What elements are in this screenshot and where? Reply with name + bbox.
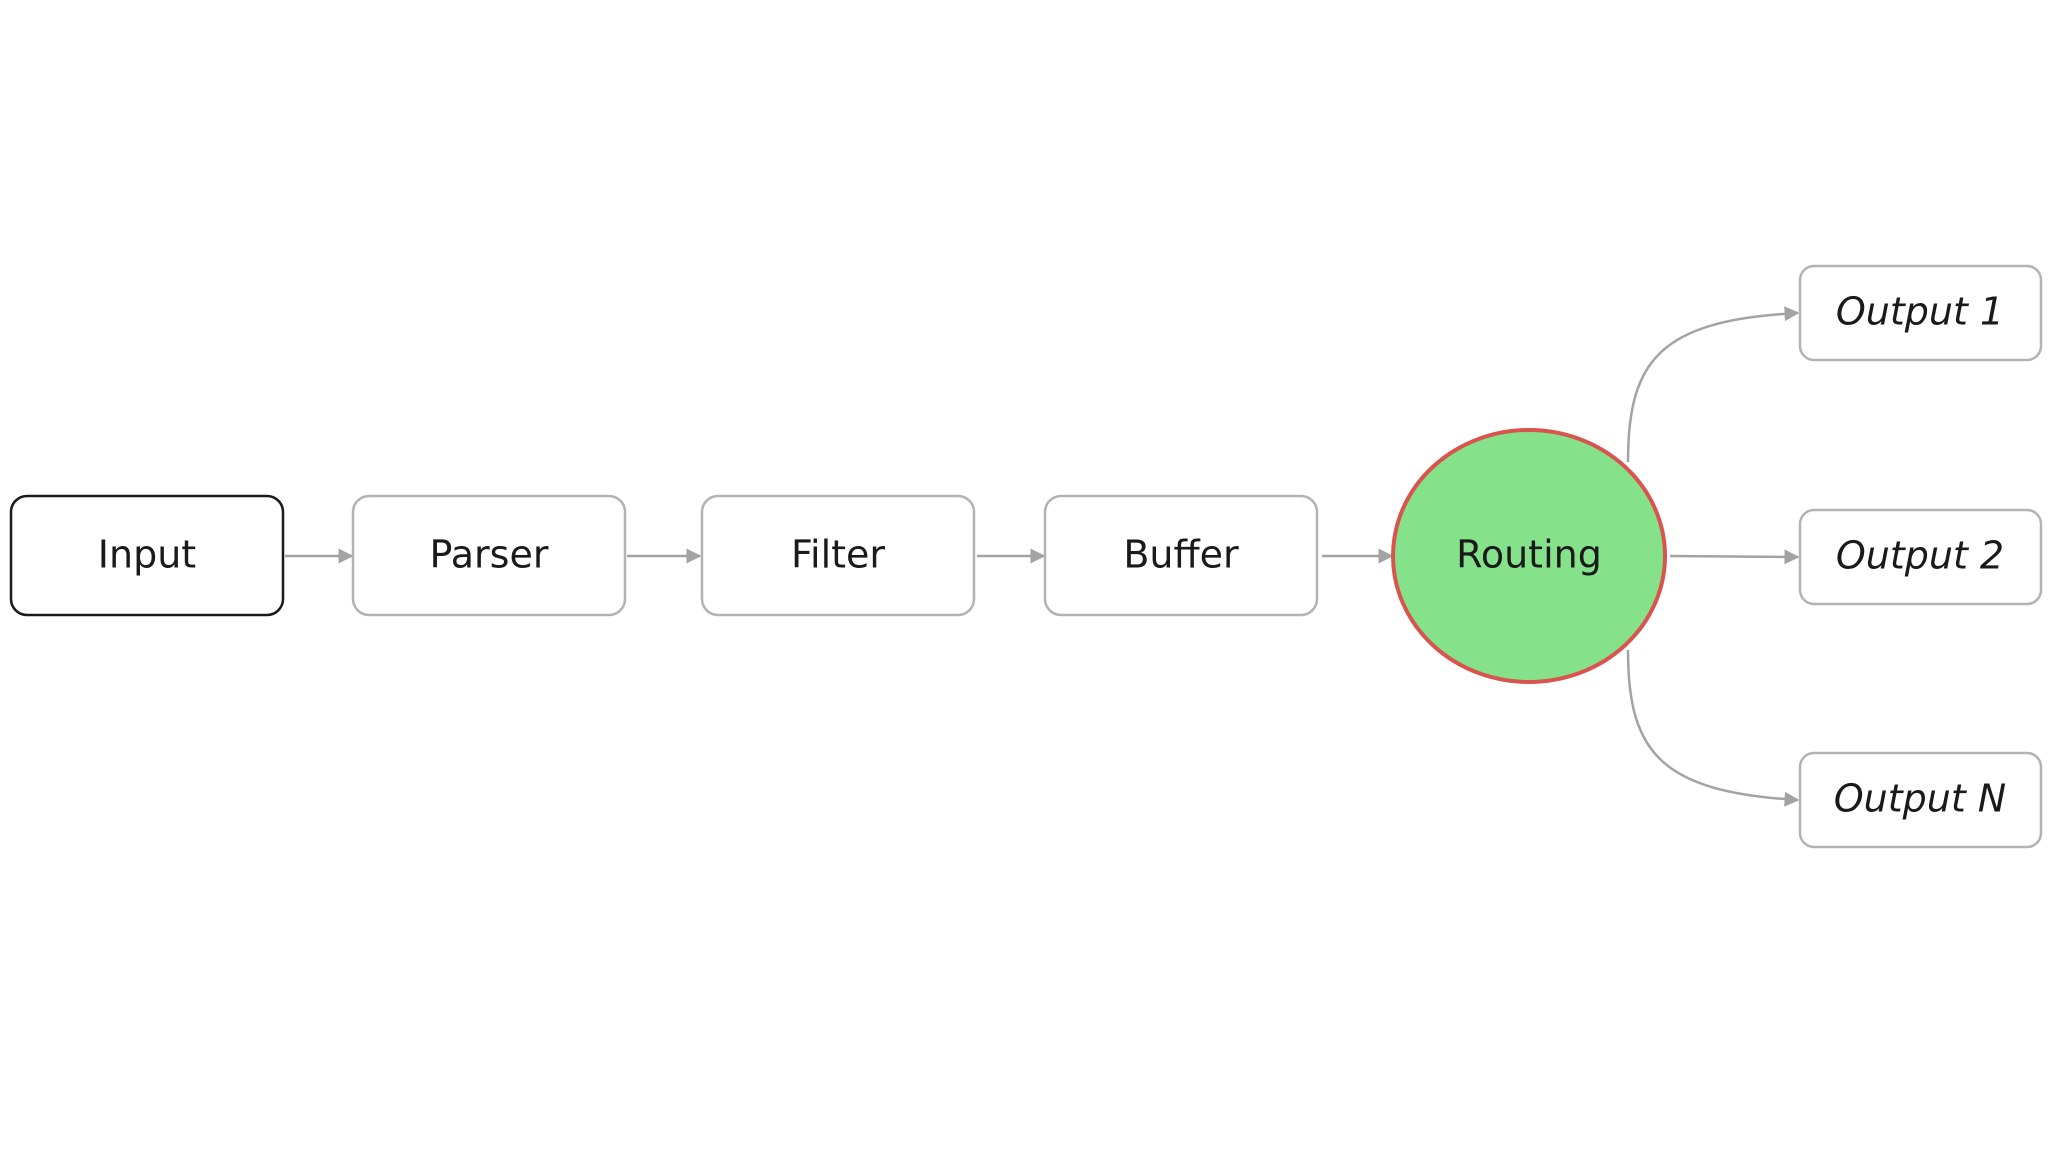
node-output2[interactable]: Output 2 xyxy=(1798,508,2043,606)
edge-routing-output1 xyxy=(1626,306,1800,463)
node-parser-label: Parser xyxy=(430,533,549,577)
node-input-box xyxy=(9,494,285,617)
node-input-label: Input xyxy=(98,533,196,577)
node-outputN-box xyxy=(1798,751,2043,849)
node-buffer-box xyxy=(1043,494,1319,617)
node-buffer-label: Buffer xyxy=(1123,533,1239,577)
node-routing-ellipse xyxy=(1391,428,1667,684)
node-filter-box xyxy=(700,494,976,617)
node-outputN[interactable]: Output N xyxy=(1798,751,2043,849)
edge-routing-output2 xyxy=(1669,549,1800,565)
node-input[interactable]: Input xyxy=(9,494,285,617)
node-filter-label: Filter xyxy=(791,533,885,577)
node-output2-label: Output 2 xyxy=(1836,534,2004,578)
node-outputN-label: Output N xyxy=(1834,777,2007,821)
node-filter[interactable]: Filter xyxy=(700,494,976,617)
node-output2-box xyxy=(1798,508,2043,606)
node-routing[interactable]: Routing xyxy=(1391,428,1667,684)
edges xyxy=(285,306,1800,807)
node-routing-label: Routing xyxy=(1456,533,1602,577)
node-buffer[interactable]: Buffer xyxy=(1043,494,1319,617)
node-output1[interactable]: Output 1 xyxy=(1798,264,2043,362)
node-output1-label: Output 1 xyxy=(1836,290,2004,334)
node-parser[interactable]: Parser xyxy=(351,494,627,617)
edge-routing-outputN xyxy=(1626,649,1800,807)
node-output1-box xyxy=(1798,264,2043,362)
node-parser-box xyxy=(351,494,627,617)
